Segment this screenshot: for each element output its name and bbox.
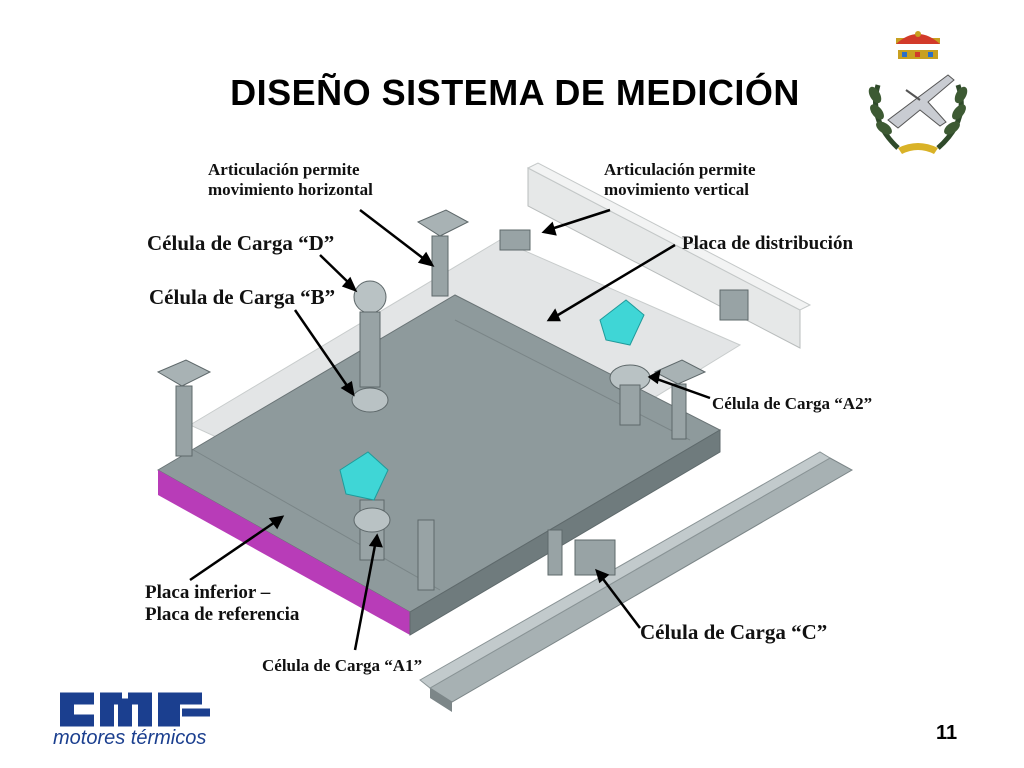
support-columns — [156, 209, 749, 591]
label-distribution-plate: Placa de distribución — [682, 233, 854, 254]
label-line: Articulación permite — [208, 160, 360, 179]
label-line: Placa inferior – — [145, 582, 271, 603]
lower-rail — [419, 451, 854, 712]
label-load-cell-b: Célula de Carga “B” — [149, 285, 336, 309]
crest-emblem-icon — [868, 31, 968, 154]
label-line: movimiento vertical — [604, 180, 749, 199]
label-line: Placa de referencia — [145, 604, 300, 625]
label-articulation-vertical: Articulación permite movimiento vertical — [604, 160, 756, 200]
label-articulation-horizontal: Articulación permite movimiento horizont… — [208, 160, 373, 200]
label-line: Articulación permite — [604, 160, 756, 179]
label-load-cell-c: Célula de Carga “C” — [640, 620, 828, 644]
reference-plate — [156, 294, 722, 636]
label-load-cell-a2: Célula de Carga “A2” — [712, 394, 873, 413]
label-reference-plate: Placa inferior – Placa de referencia — [145, 582, 299, 626]
cmt-logo-icon — [60, 692, 210, 727]
label-line: movimiento horizontal — [208, 180, 373, 199]
page-number: 11 — [936, 722, 958, 744]
label-load-cell-d: Célula de Carga “D” — [147, 231, 335, 255]
label-load-cell-a1: Célula de Carga “A1” — [262, 656, 423, 675]
callout-arrows — [189, 208, 711, 651]
cyan-brackets — [339, 299, 645, 501]
slide-title: DISEÑO SISTEMA DE MEDICIÓN — [230, 72, 800, 113]
logo-text: motores térmicos — [53, 727, 207, 749]
